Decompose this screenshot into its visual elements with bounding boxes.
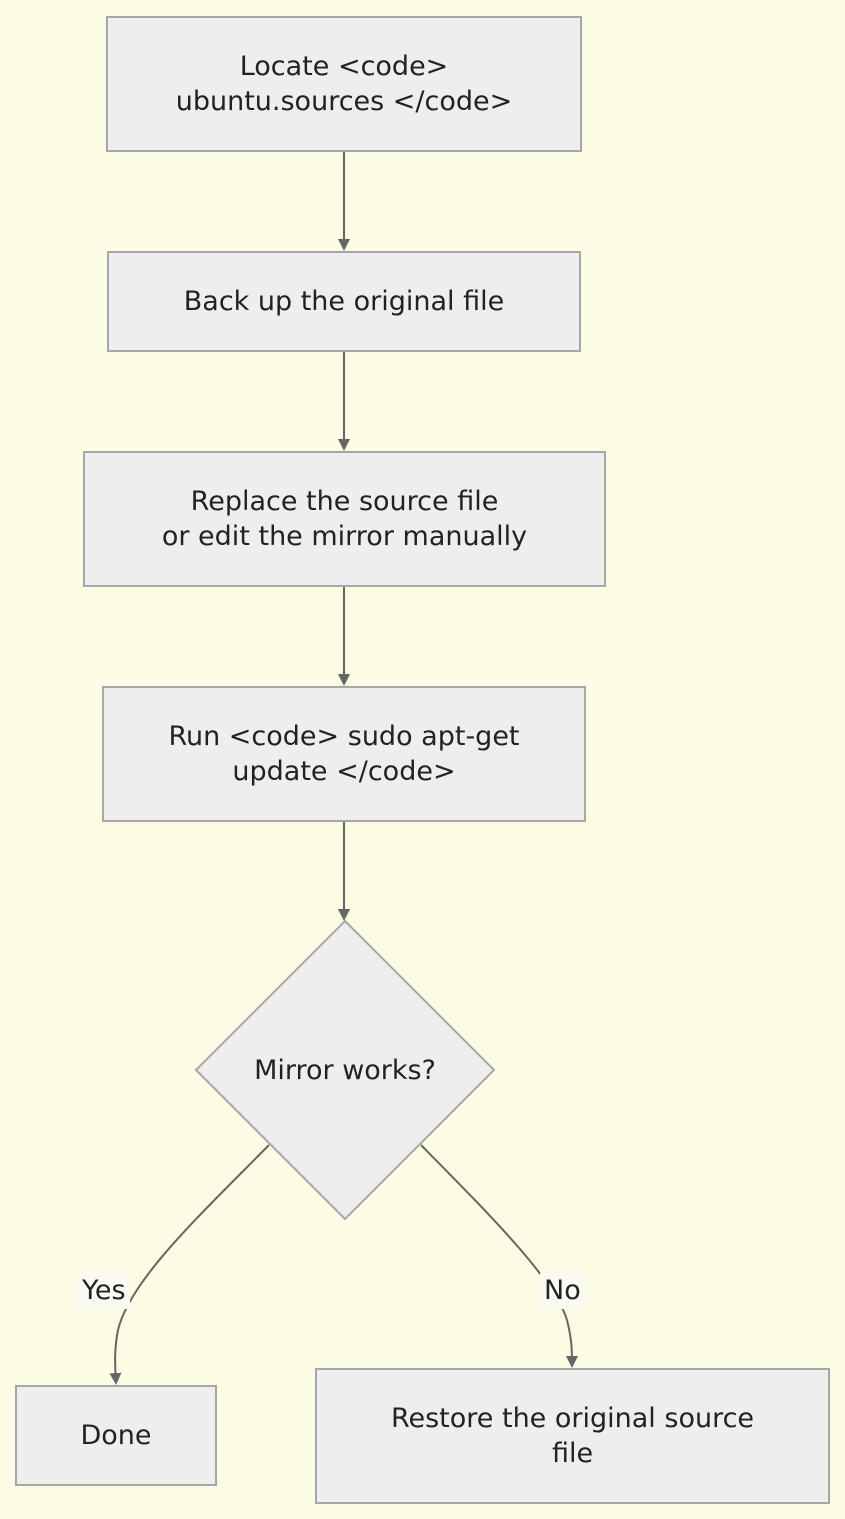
- decision-diamond: [194, 919, 496, 1221]
- node-replace-source: Replace the source file or edit the mirr…: [83, 451, 606, 587]
- edge-decision-to-done: [109, 1144, 270, 1385]
- edge-label-no: No: [540, 1273, 585, 1309]
- decision-label: Mirror works?: [254, 1055, 436, 1086]
- node-run-update: Run <code> sudo apt-get update </code>: [102, 686, 586, 822]
- edge-decision-to-restore: [420, 1144, 578, 1368]
- node-backup-file: Back up the original file: [107, 251, 581, 352]
- node-locate-sources: Locate <code> ubuntu.sources </code>: [106, 16, 582, 152]
- node-restore-source: Restore the original source file: [315, 1368, 830, 1504]
- edge-label-yes: Yes: [78, 1273, 130, 1309]
- node-done: Done: [15, 1385, 217, 1486]
